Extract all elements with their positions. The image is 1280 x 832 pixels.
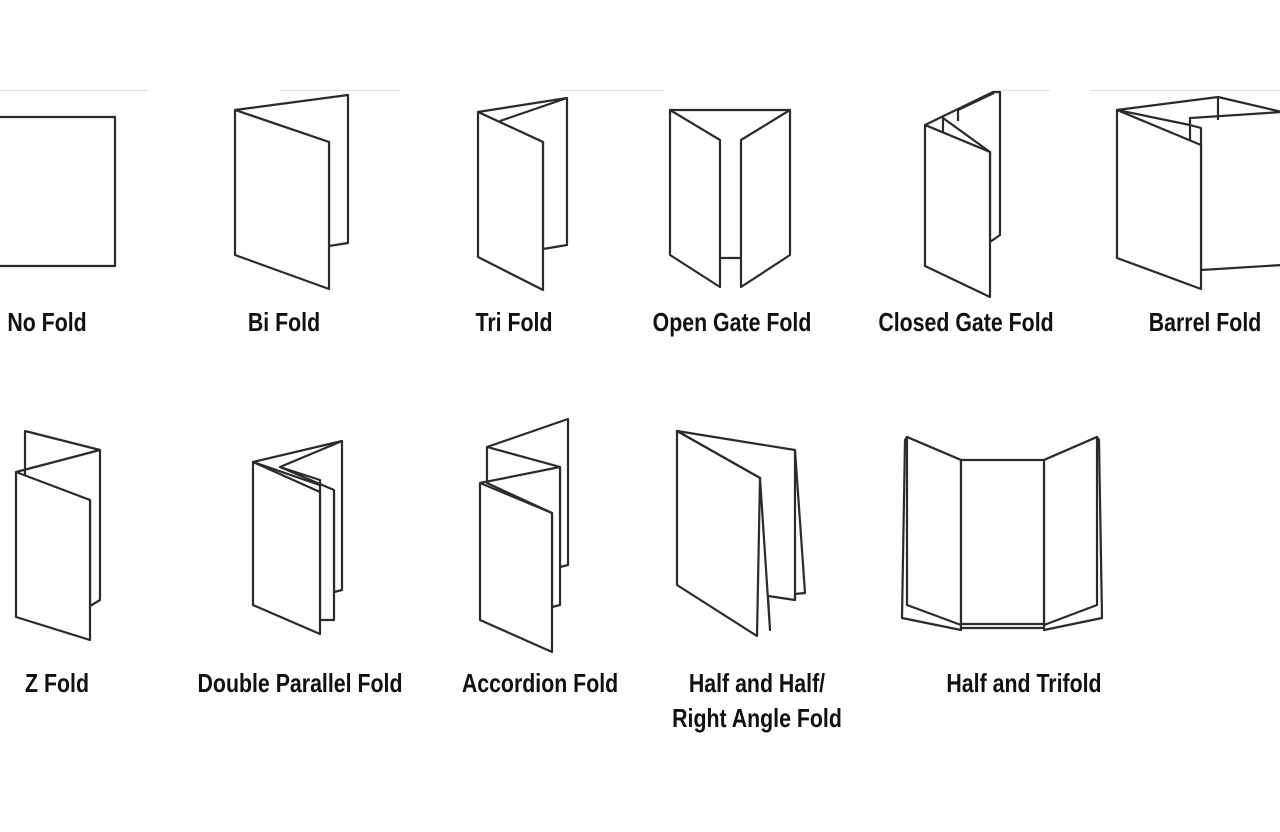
- label-tri-fold: Tri Fold: [475, 307, 553, 337]
- label-line-2: Right Angle Fold: [672, 703, 842, 733]
- label-double-parallel-fold: Double Parallel Fold: [197, 668, 403, 698]
- divider-line: [1090, 90, 1280, 91]
- bi-fold-illustration: [233, 93, 350, 291]
- label-line-1: Half and Half/: [688, 668, 826, 698]
- divider-line: [560, 90, 665, 91]
- label-half-and-half-fold: Half and Half/ Right Angle Fold: [672, 666, 842, 736]
- closed-gate-fold-illustration: [923, 90, 1002, 299]
- divider-line: [1000, 90, 1050, 91]
- label-half-and-trifold: Half and Trifold: [946, 668, 1102, 698]
- z-fold-illustration: [14, 429, 102, 642]
- label-bi-fold: Bi Fold: [247, 307, 321, 337]
- divider-line: [0, 90, 148, 91]
- double-parallel-fold-illustration: [251, 439, 344, 636]
- accordion-fold-illustration: [478, 417, 570, 654]
- barrel-fold-illustration: [1115, 95, 1280, 291]
- label-z-fold: Z Fold: [25, 668, 89, 698]
- label-open-gate-fold: Open Gate Fold: [652, 307, 812, 337]
- tri-fold-illustration: [476, 96, 569, 292]
- label-no-fold: No Fold: [7, 307, 87, 337]
- divider-line: [280, 90, 400, 91]
- half-and-trifold-illustration: [900, 435, 1104, 632]
- half-and-half-fold-illustration: [675, 429, 807, 638]
- open-gate-fold-illustration: [668, 108, 792, 289]
- label-closed-gate-fold: Closed Gate Fold: [878, 307, 1054, 337]
- label-barrel-fold: Barrel Fold: [1148, 307, 1262, 337]
- label-accordion-fold: Accordion Fold: [461, 668, 619, 698]
- no-fold-illustration: [0, 115, 117, 268]
